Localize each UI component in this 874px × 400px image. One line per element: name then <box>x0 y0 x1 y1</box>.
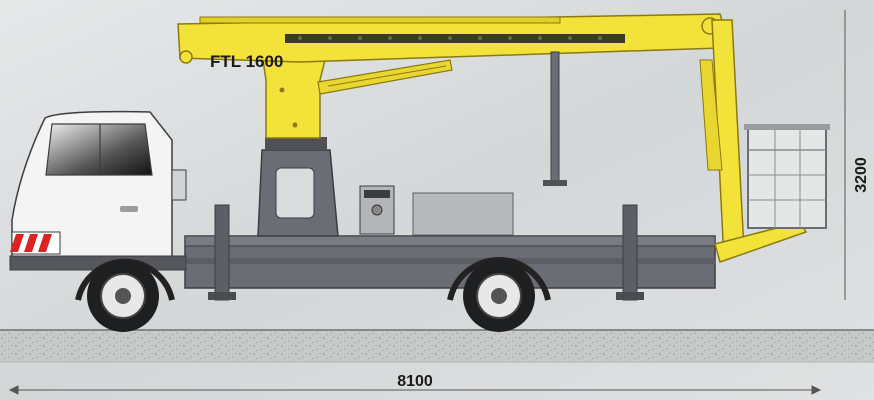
control-panel <box>359 185 395 235</box>
cab-window <box>45 123 153 176</box>
turret-pedestal <box>257 137 339 237</box>
basket-arm <box>714 221 808 263</box>
rear-outrigger <box>622 204 638 301</box>
truck-cab <box>9 110 187 271</box>
ground <box>0 329 874 363</box>
cable-chain <box>285 34 625 43</box>
rear-outrigger-pad <box>616 292 644 300</box>
work-basket <box>744 124 830 229</box>
boom-rest-pole <box>550 51 560 186</box>
model-label: FTL 1600 <box>210 52 283 71</box>
front-wheel <box>75 258 175 332</box>
lift-cylinder <box>317 59 453 95</box>
front-outrigger-pad <box>208 292 236 300</box>
front-outrigger <box>214 204 230 301</box>
height-dimension-label: 3200 <box>853 157 870 193</box>
length-dimension <box>8 385 822 395</box>
mirror <box>171 169 187 201</box>
main-boom <box>177 13 729 64</box>
rear-wheel <box>447 256 551 332</box>
door-handle <box>120 206 138 212</box>
storage-box <box>412 192 514 236</box>
length-dimension-label: 8100 <box>397 373 433 390</box>
chassis <box>184 204 716 301</box>
